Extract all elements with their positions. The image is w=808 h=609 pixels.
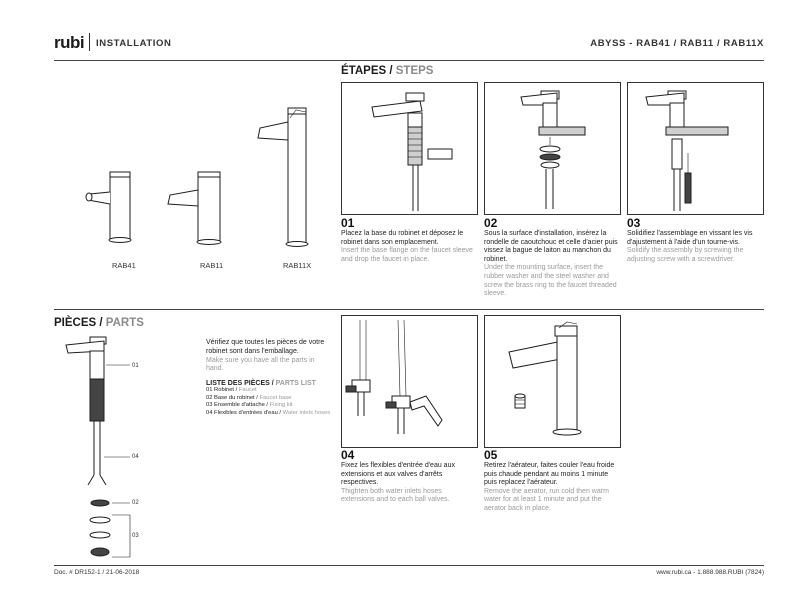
callout-02: 02 xyxy=(132,500,139,506)
part-02-en: Faucet base xyxy=(259,394,292,401)
step-01-number: 01 xyxy=(341,216,355,230)
model-label-rab41: RAB41 xyxy=(112,261,136,270)
part-01-en: Faucet xyxy=(238,387,257,394)
step-04-number: 04 xyxy=(341,448,355,462)
header-rule xyxy=(54,60,764,61)
footer-contact[interactable]: www.rubi.ca - 1.888.988.RUBI (7824) xyxy=(656,569,764,576)
step-04-illustration xyxy=(341,315,478,448)
parts-list-item: 04 Flexibles d'entrées d'eau / Water inl… xyxy=(206,410,331,418)
part-04-en: Water inlets hoses xyxy=(282,409,331,416)
footer-rule xyxy=(54,565,764,566)
step-02-text: 02 Sous la surface d'installation, insér… xyxy=(484,216,619,299)
part-02-fr: 02 Base du robinet / xyxy=(206,394,260,401)
parts-list-item: 03 Ensemble d'attache / Fixing kit xyxy=(206,402,331,410)
step-05-text: 05 Retirez l'aérateur, faites couler l'e… xyxy=(484,448,619,514)
step-04-en: Thighten both water inlets hoses extensi… xyxy=(341,487,450,504)
rab11x-faucet-drawing xyxy=(257,107,309,247)
step-03-en: Solidify the assembly by screwing the ad… xyxy=(627,247,744,263)
parts-list-title-fr: LISTE DES PIÈCES / xyxy=(206,380,274,388)
brand-logo: rubi xyxy=(54,33,85,52)
callout-03: 03 xyxy=(132,533,139,539)
step-05-en: Remove the aerator, run cold then warm w… xyxy=(484,487,609,512)
section-rule xyxy=(54,309,764,310)
header-separator xyxy=(89,33,90,51)
step-01-fr: Placez la base du robinet et déposez le … xyxy=(341,230,464,246)
step-03-text: 03 Solidifiez l'assemblage en vissant le… xyxy=(627,216,762,264)
part-03-en: Fixing kit xyxy=(269,402,293,409)
step-05-number: 05 xyxy=(484,448,498,462)
step-03-illustration xyxy=(627,82,764,215)
steps-section-title: ÉTAPES / STEPS xyxy=(341,65,433,77)
step-01-en: Insert the base flange on the faucet sle… xyxy=(341,247,473,263)
step-02-illustration xyxy=(484,82,621,215)
parts-intro-fr: Vérifiez que toutes les pièces de votre … xyxy=(206,339,325,355)
step-03-fr: Solidifiez l'assemblage en vissant les v… xyxy=(627,230,753,246)
parts-list-item: 01 Robinet / Faucet xyxy=(206,387,331,395)
header-model-names: ABYSS - RAB41 / RAB11 / RAB11X xyxy=(590,38,764,49)
part-01-fr: 01 Robinet / xyxy=(206,387,239,394)
parts-list-title: LISTE DES PIÈCES / PARTS LIST xyxy=(206,380,331,387)
step-04-text: 04 Fixez les flexibles d'entrée d'eau au… xyxy=(341,448,476,505)
header-section-title: INSTALLATION xyxy=(96,38,172,49)
step-04-fr: Fixez les flexibles d'entrée d'eau aux e… xyxy=(341,462,455,487)
callout-04: 04 xyxy=(132,454,139,460)
parts-list-item: 02 Base du robinet / Faucet base xyxy=(206,395,331,403)
steps-title-fr: ÉTAPES / xyxy=(341,65,393,77)
step-05-illustration xyxy=(484,315,621,448)
step-03-number: 03 xyxy=(627,216,641,230)
model-illustrations xyxy=(85,107,309,247)
parts-intro: Vérifiez que toutes les pièces de votre … xyxy=(206,339,331,418)
parts-title-en: PARTS xyxy=(102,317,144,329)
step-01-illustration xyxy=(341,82,478,215)
parts-intro-en: Make sure you have all the parts in hand… xyxy=(206,356,315,373)
step-01-text: 01 Placez la base du robinet et déposez … xyxy=(341,216,476,264)
parts-section-title: PIÈCES / PARTS xyxy=(54,317,144,329)
callout-01: 01 xyxy=(132,363,139,369)
parts-title-fr: PIÈCES / xyxy=(54,317,103,329)
step-02-fr: Sous la surface d'installation, insérez … xyxy=(484,230,618,263)
model-label-rab11x: RAB11X xyxy=(283,261,312,270)
footer-doc-number: Doc. # DR152-1 / 21-06-2018 xyxy=(54,569,140,576)
parts-list-title-en: PARTS LIST xyxy=(273,380,316,388)
step-02-en: Under the mounting surface, insert the r… xyxy=(484,264,617,298)
part-03-fr: 03 Ensemble d'attache / xyxy=(206,402,270,409)
rab11-faucet-drawing xyxy=(167,171,222,245)
part-04-fr: 04 Flexibles d'entrées d'eau / xyxy=(206,409,283,416)
step-05-fr: Retirez l'aérateur, faites couler l'eau … xyxy=(484,462,615,487)
model-label-rab11: RAB11 xyxy=(200,261,224,270)
steps-title-en: STEPS xyxy=(392,65,434,77)
rab41-faucet-drawing xyxy=(85,171,132,243)
parts-exploded-drawing xyxy=(65,336,131,558)
step-02-number: 02 xyxy=(484,216,498,230)
